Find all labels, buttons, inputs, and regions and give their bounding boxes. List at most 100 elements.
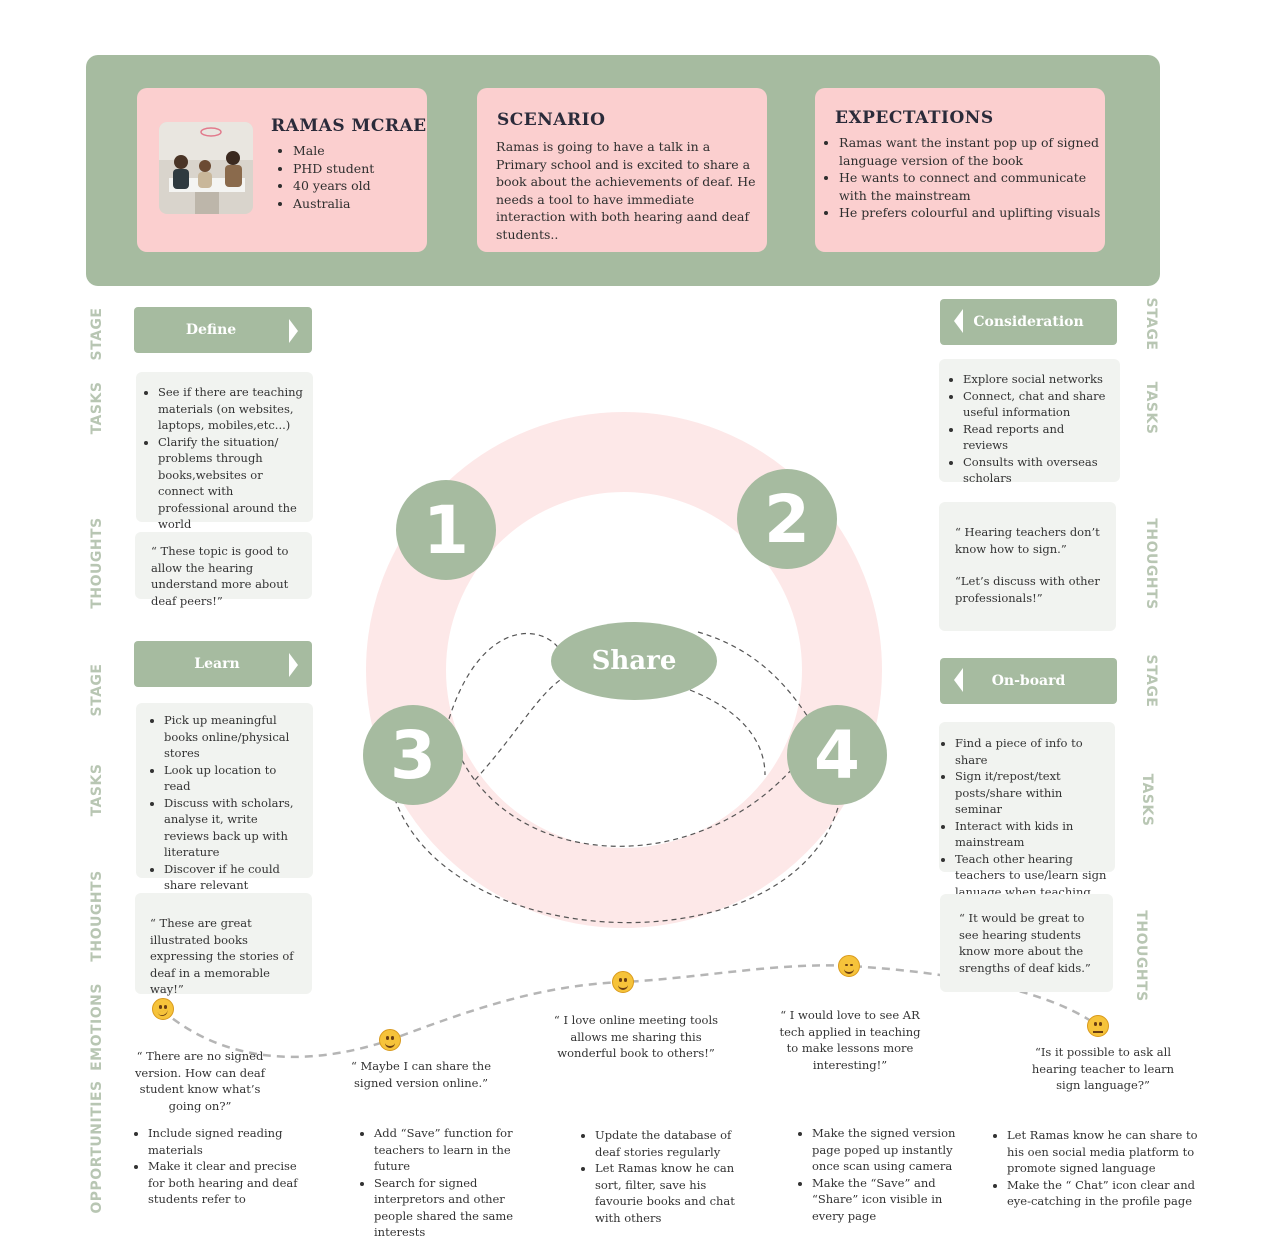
task-item: Connect, chat and share useful informati…	[963, 388, 1110, 421]
thoughts-label: THOUGHTS	[1143, 518, 1159, 610]
stage-consideration-label: Consideration	[973, 314, 1084, 330]
arrow-left-icon	[954, 309, 963, 333]
scenario-title: SCENARIO	[497, 110, 606, 130]
emotions-label: EMOTIONS	[89, 983, 105, 1071]
arrow-right-icon	[289, 319, 298, 343]
opportunity-column: Make the signed version page poped up in…	[798, 1125, 966, 1224]
opportunity-item: Add “Save” function for teachers to lear…	[374, 1125, 528, 1175]
step-2-circle: 2	[737, 469, 837, 569]
cycle-ring	[366, 412, 882, 928]
opportunity-item: Make the signed version page poped up in…	[812, 1125, 966, 1175]
tasks-label: TASKS	[89, 763, 105, 817]
connector-share-4	[697, 631, 811, 721]
learn-thought-box: “ These are great illustrated books expr…	[135, 893, 312, 996]
task-item: Discuss with scholars, analyse it, write…	[164, 795, 303, 861]
stage-label: STAGE	[1143, 654, 1159, 708]
task-item: Find a piece of info to share	[955, 735, 1107, 768]
task-item: Teach other hearing teachers to use/lear…	[955, 851, 1107, 901]
scenario-text: Ramas is going to have a talk in a Prima…	[496, 139, 756, 242]
persona-detail: PHD student	[293, 160, 374, 178]
emotion-quote: “ I would love to see AR tech applied in…	[779, 1008, 921, 1072]
grinning-face-icon	[379, 1029, 401, 1051]
step-3-circle: 3	[363, 705, 463, 805]
task-item: Consults with overseas scholars	[963, 454, 1110, 487]
persona-name: RAMAS MCRAE	[271, 116, 427, 136]
stage-learn-button[interactable]: Learn	[134, 641, 312, 687]
task-item: Sign it/repost/text posts/share within s…	[955, 768, 1107, 818]
opportunity-list: Include signed reading materials Make it…	[134, 1125, 310, 1208]
opportunity-item: Update the database of deaf stories regu…	[595, 1127, 749, 1160]
consideration-tasks-list: Explore social networks Connect, chat an…	[939, 359, 1120, 487]
opportunity-column: Update the database of deaf stories regu…	[581, 1127, 749, 1226]
task-item: Look up location to read	[164, 762, 303, 795]
step-1-circle: 1	[396, 480, 496, 580]
connector-share-4-inner	[689, 689, 766, 776]
opportunity-list: Update the database of deaf stories regu…	[581, 1127, 749, 1226]
tasks-label: TASKS	[89, 381, 105, 435]
expectations-list: Ramas want the instant pop up of signed …	[823, 134, 1109, 222]
stage-define-label: Define	[185, 322, 237, 338]
learn-tasks-box: Pick up meaningful books online/physical…	[136, 703, 313, 942]
onboard-thought-box: “ It would be great to see hearing stude…	[940, 894, 1113, 992]
persona-card: RAMAS MCRAE Male PHD student 40 years ol…	[137, 88, 427, 252]
opportunity-item: Include signed reading materials	[148, 1125, 310, 1158]
opportunity-item: Search for signed interpretors and other…	[374, 1175, 528, 1241]
opportunity-item: Make the “ Chat” icon clear and eye-catc…	[1007, 1177, 1207, 1210]
persona-detail: Australia	[293, 195, 374, 213]
emotion-quote: “ I love online meeting tools allows me …	[553, 1013, 719, 1060]
stage-label: STAGE	[89, 663, 105, 717]
expectation-item: Ramas want the instant pop up of signed …	[839, 134, 1109, 169]
define-thought: “ These topic is good to allow the heari…	[151, 544, 289, 608]
task-item: Explore social networks	[963, 371, 1110, 388]
define-thought-box: “ These topic is good to allow the heari…	[135, 532, 312, 608]
onboard-thought: “ It would be great to see hearing stude…	[959, 911, 1091, 975]
stage-onboard-label: On-board	[991, 673, 1066, 689]
consideration-tasks-box: Explore social networks Connect, chat an…	[939, 359, 1120, 485]
opportunity-column: Add “Save” function for teachers to lear…	[360, 1125, 528, 1241]
relieved-face-icon	[838, 955, 860, 977]
persona-details: Male PHD student 40 years old Australia	[279, 142, 374, 212]
opportunity-list: Make the signed version page poped up in…	[798, 1125, 966, 1224]
onboard-tasks-box: Find a piece of info to share Sign it/re…	[939, 722, 1115, 899]
connector-3-4-outer	[391, 789, 841, 924]
opportunities-label: OPPORTUNITIES	[89, 1080, 105, 1214]
stage-define-button[interactable]: Define	[134, 307, 312, 353]
task-item: See if there are teaching materials (on …	[158, 384, 303, 434]
opportunity-item: Make the “Save” and “Share” icon visible…	[812, 1175, 966, 1225]
tasks-label: TASKS	[1143, 381, 1159, 435]
expectations-card: EXPECTATIONS Ramas want the instant pop …	[815, 88, 1105, 252]
connector-3-share	[441, 632, 561, 746]
task-item: Read reports and reviews	[963, 421, 1110, 454]
stage-label: STAGE	[89, 307, 105, 361]
connector-3-4-inner	[461, 759, 801, 847]
task-item: Interact with kids in mainstream	[955, 818, 1107, 851]
opportunity-item: Let Ramas know he can sort, filter, save…	[595, 1160, 749, 1226]
thoughts-label: THOUGHTS	[89, 870, 105, 962]
stage-learn-label: Learn	[194, 656, 240, 672]
step-4-circle: 4	[787, 705, 887, 805]
onboard-tasks-list: Find a piece of info to share Sign it/re…	[939, 722, 1115, 900]
tasks-label: TASKS	[1139, 773, 1155, 827]
emotion-quote: “ There are no signed version. How can d…	[134, 1049, 266, 1113]
emotion-quote: “Is it possible to ask all hearing teach…	[1031, 1045, 1175, 1092]
persona-detail: Male	[293, 142, 374, 160]
stage-onboard-button[interactable]: On-board	[940, 658, 1117, 704]
arrow-left-icon	[954, 668, 963, 692]
stage-consideration-button[interactable]: Consideration	[940, 299, 1117, 345]
consideration-thought-2: “Let’s discuss with other professionals!…	[955, 574, 1100, 605]
share-center-node: Share	[551, 622, 717, 700]
smiling-face-icon	[612, 971, 634, 993]
arrow-right-icon	[289, 653, 298, 677]
opportunity-list: Let Ramas know he can share to his oen s…	[993, 1127, 1207, 1210]
thoughts-label: THOUGHTS	[1133, 910, 1149, 1002]
thoughts-label: THOUGHTS	[89, 517, 105, 609]
task-item: Clarify the situation/ problems through …	[158, 434, 303, 533]
opportunity-column: Include signed reading materials Make it…	[134, 1125, 310, 1208]
define-tasks-box: See if there are teaching materials (on …	[136, 372, 313, 531]
thinking-face-icon	[152, 998, 174, 1020]
opportunity-column: Let Ramas know he can share to his oen s…	[993, 1127, 1207, 1210]
consideration-thought-box: “ Hearing teachers don’t know how to sig…	[939, 502, 1116, 631]
connector-3-share-inner	[474, 674, 569, 781]
expectation-item: He prefers colourful and uplifting visua…	[839, 204, 1109, 222]
opportunity-item: Let Ramas know he can share to his oen s…	[1007, 1127, 1207, 1177]
